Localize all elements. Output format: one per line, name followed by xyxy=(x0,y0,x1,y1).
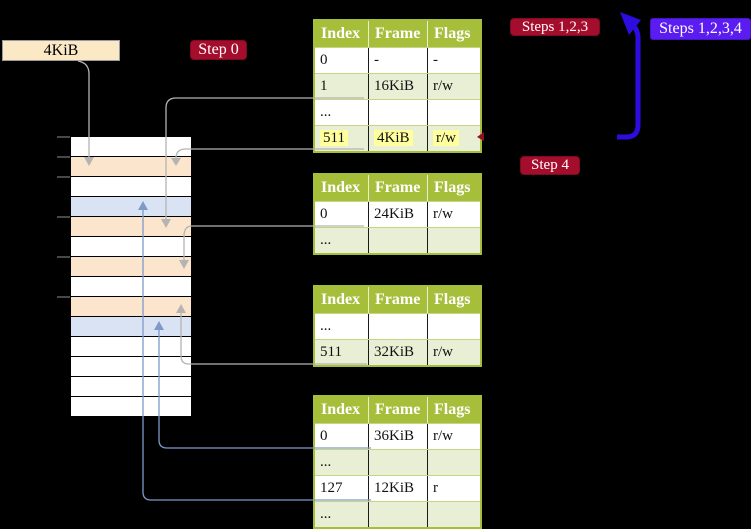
memory-cell-white xyxy=(71,277,191,297)
table-cell xyxy=(427,100,480,125)
table-cell: - xyxy=(427,48,480,73)
memory-cell-peach xyxy=(71,217,191,237)
table-cell: 4KiB xyxy=(368,126,427,151)
steps-123-text: Steps 1,2,3 xyxy=(521,18,589,35)
table-cell: 12KiB xyxy=(368,476,427,501)
memory-cell-white xyxy=(71,357,191,377)
column-header: Frame xyxy=(368,21,427,47)
table-cell: r/w xyxy=(427,126,480,151)
memory-cell-white xyxy=(71,177,191,197)
table-cell: ... xyxy=(320,506,332,522)
column-header: Index xyxy=(321,179,361,196)
table-cell xyxy=(368,228,427,253)
table-cell: ... xyxy=(320,104,332,120)
table-cell: 127 xyxy=(320,480,343,496)
memory-cell-white xyxy=(71,397,191,416)
column-header: Flags xyxy=(427,397,480,423)
table-row: ... xyxy=(315,99,480,125)
table-cell: 16KiB xyxy=(368,74,427,99)
table-cell: 511 xyxy=(315,126,368,151)
table-cell: 24KiB xyxy=(368,202,427,227)
memory-stack-ticks xyxy=(57,136,70,298)
table-cell: r/w xyxy=(427,340,480,365)
table-cell: 0 xyxy=(320,428,328,444)
memory-cell-blue xyxy=(71,317,191,337)
table-cell: r/w xyxy=(427,74,480,99)
table-cell xyxy=(368,502,427,527)
step-4-text: Step 4 xyxy=(531,157,569,173)
step-0-text: Step 0 xyxy=(198,41,239,58)
table-cell: 32KiB xyxy=(368,340,427,365)
table-cell: 36KiB xyxy=(368,424,427,449)
recursive-loop-arrow xyxy=(617,20,641,140)
table-cell: r/w xyxy=(427,424,480,449)
table-cell: - xyxy=(368,48,427,73)
table-cell: r/w xyxy=(427,202,480,227)
column-header: Frame xyxy=(368,175,427,201)
column-header: Index xyxy=(321,25,361,42)
table-cell: 0 xyxy=(320,206,328,222)
column-header: Frame xyxy=(368,287,427,313)
table-cell xyxy=(368,450,427,475)
frame-size-text: 4KiB xyxy=(43,41,79,59)
column-header: Flags xyxy=(427,21,480,47)
memory-stack xyxy=(70,136,192,417)
table-cell xyxy=(368,314,427,339)
memory-cell-white xyxy=(71,377,191,397)
table-cell xyxy=(368,100,427,125)
table-cell xyxy=(427,228,480,253)
table-row: 511 4KiB r/w xyxy=(315,125,480,151)
highlighted-value: 4KiB xyxy=(374,130,413,146)
column-header: Frame xyxy=(368,397,427,423)
table-row: 0 -- xyxy=(315,47,480,73)
table-row: ... xyxy=(315,449,480,475)
table-cell xyxy=(427,502,480,527)
frame-size-label: 4KiB xyxy=(2,40,120,61)
table-cell: 511 xyxy=(320,344,342,360)
memory-cell-white xyxy=(71,137,191,157)
column-header: Index xyxy=(321,401,361,418)
memory-cell-peach xyxy=(71,257,191,277)
memory-cell-peach xyxy=(71,297,191,317)
column-header: Flags xyxy=(427,287,480,313)
memory-cell-white xyxy=(71,237,191,257)
column-header: Index xyxy=(321,291,361,308)
table-cell: 1 xyxy=(320,78,328,94)
table-cell xyxy=(427,314,480,339)
steps-123-label: Steps 1,2,3 xyxy=(510,18,600,36)
arrow-up-left-icon xyxy=(620,12,641,35)
column-header: Flags xyxy=(427,175,480,201)
table-row: ... xyxy=(315,313,480,339)
step-4-label: Step 4 xyxy=(520,156,580,175)
steps-1234-label: Steps 1,2,3,4 xyxy=(650,18,751,40)
highlighted-value: r/w xyxy=(433,130,459,146)
table-cell: ... xyxy=(320,454,332,470)
table-row: ... xyxy=(315,227,480,253)
table-cell: ... xyxy=(320,318,332,334)
table-cell: 0 xyxy=(320,52,328,68)
steps-1234-text: Steps 1,2,3,4 xyxy=(659,20,742,37)
highlighted-value: 511 xyxy=(320,130,348,146)
table-row: ... xyxy=(315,501,480,527)
step-0-label: Step 0 xyxy=(190,40,247,60)
memory-cell-peach xyxy=(71,157,191,177)
memory-cell-white xyxy=(71,337,191,357)
table-cell xyxy=(427,450,480,475)
memory-cell-blue xyxy=(71,197,191,217)
table-cell: ... xyxy=(320,232,332,248)
table-cell: r xyxy=(427,476,480,501)
